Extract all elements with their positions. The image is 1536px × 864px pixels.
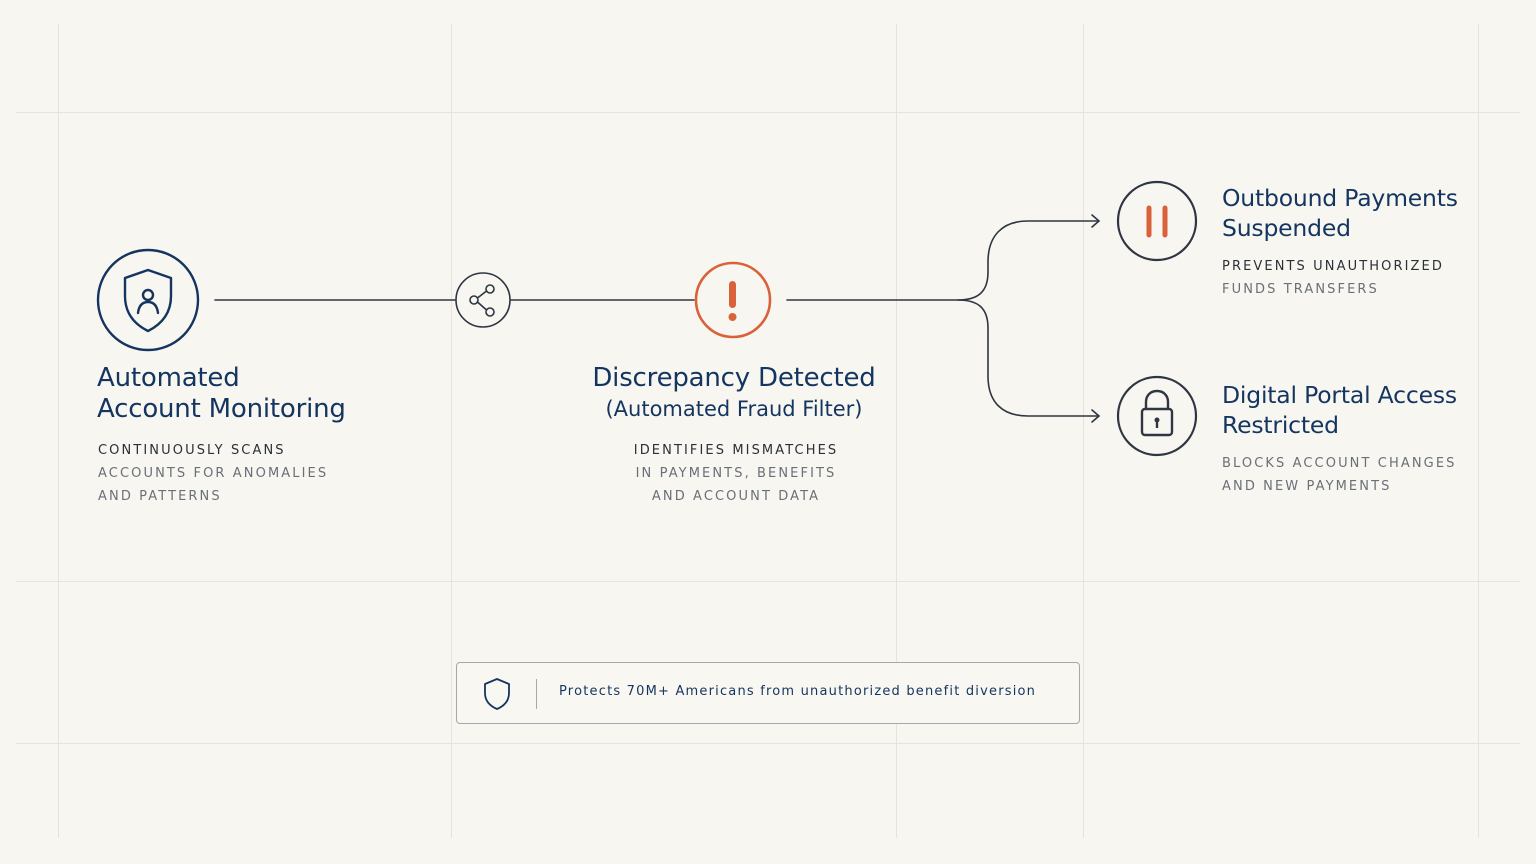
payments-desc-line2: FUNDS TRANSFERS [1222, 282, 1379, 297]
banner-text: Protects 70M+ Americans from unauthorize… [559, 684, 1037, 699]
discrepancy-desc-line2: IN PAYMENTS, BENEFITS [635, 466, 837, 481]
exclamation-icon [728, 281, 737, 321]
discrepancy-node [694, 261, 772, 339]
discrepancy-desc-line3: AND ACCOUNT DATA [651, 489, 821, 504]
shield-user-icon [123, 268, 173, 333]
payments-title-line1: Outbound Payments [1222, 184, 1458, 212]
payments-desc-line1: PREVENTS UNAUTHORIZED [1222, 259, 1444, 274]
monitoring-desc-line1: CONTINUOUSLY SCANS [98, 443, 286, 458]
monitoring-title: Automated Account Monitoring [97, 363, 346, 425]
payments-node [1116, 180, 1198, 262]
arrowhead-payments [1091, 214, 1101, 228]
monitoring-description: CONTINUOUSLY SCANS ACCOUNTS FOR ANOMALIE… [98, 439, 328, 508]
portal-title: Digital Portal Access Restricted [1222, 380, 1457, 440]
discrepancy-description: IDENTIFIES MISMATCHES IN PAYMENTS, BENEF… [536, 439, 936, 508]
arrowhead-portal [1091, 409, 1101, 423]
discrepancy-title: Discrepancy Detected [592, 363, 876, 393]
lock-icon [1140, 389, 1174, 437]
discrepancy-desc-line1: IDENTIFIES MISMATCHES [633, 443, 839, 458]
payments-description: PREVENTS UNAUTHORIZED FUNDS TRANSFERS [1222, 255, 1444, 301]
monitoring-title-line2: Account Monitoring [97, 394, 346, 424]
connector-branch-portal [957, 299, 1099, 417]
monitoring-title-line1: Automated [97, 363, 240, 393]
monitoring-desc-line2: ACCOUNTS FOR ANOMALIES [98, 466, 329, 481]
discrepancy-subtitle: (Automated Fraud Filter) [605, 397, 863, 421]
monitoring-node [96, 248, 200, 352]
portal-desc-line2: AND NEW PAYMENTS [1222, 479, 1392, 494]
payments-title: Outbound Payments Suspended [1222, 183, 1458, 243]
monitoring-desc-line3: AND PATTERNS [98, 489, 222, 504]
portal-node [1116, 375, 1198, 457]
portal-description: BLOCKS ACCOUNT CHANGES AND NEW PAYMENTS [1222, 452, 1457, 498]
shield-icon [484, 678, 510, 710]
pause-icon [1146, 205, 1168, 238]
share-node [455, 272, 511, 328]
connector-branch-payments [786, 220, 1099, 301]
payments-title-line2: Suspended [1222, 214, 1351, 242]
portal-desc-line1: BLOCKS ACCOUNT CHANGES [1222, 456, 1457, 471]
portal-title-line1: Digital Portal Access [1222, 381, 1457, 409]
background-grid [16, 24, 1520, 838]
impact-banner: Protects 70M+ Americans from unauthorize… [456, 662, 1080, 724]
portal-title-line2: Restricted [1222, 411, 1339, 439]
connector-lines [214, 214, 1101, 423]
banner-divider [536, 679, 537, 709]
share-icon [469, 284, 495, 317]
